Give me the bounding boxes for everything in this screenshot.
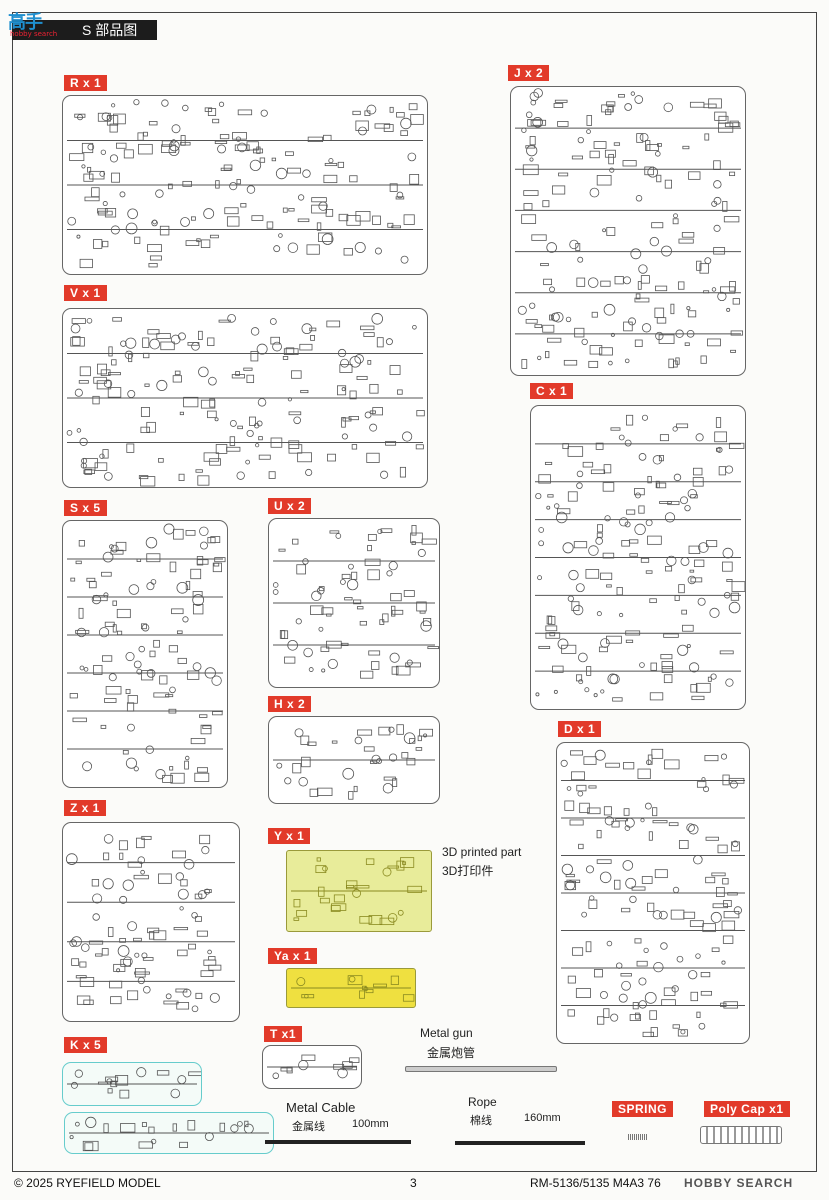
sprue-parts-drawing — [69, 1116, 269, 1152]
spring-icon — [628, 1134, 648, 1140]
sprue-parts-drawing — [67, 523, 226, 784]
label-z: Z x 1 — [64, 800, 106, 816]
parts-header: S 部品图 — [12, 20, 157, 40]
metal-gun-en: Metal gun — [420, 1026, 473, 1040]
label-d: D x 1 — [558, 721, 602, 737]
sprue-c — [530, 405, 746, 710]
rope-cn: 棉线 — [470, 1115, 492, 1127]
label-j: J x 2 — [508, 65, 550, 81]
sprue-parts-drawing — [66, 313, 425, 487]
label-s: S x 5 — [64, 500, 107, 516]
sprue-parts-drawing — [267, 1054, 360, 1080]
label-ya: Ya x 1 — [268, 948, 318, 964]
label-k: K x 5 — [64, 1037, 108, 1053]
sprue-v — [62, 308, 428, 488]
printed-part-cn: 3D打印件 — [442, 864, 494, 878]
sprue-parts-drawing — [273, 724, 435, 800]
pe-fret-ya — [286, 968, 416, 1008]
metal-gun-barrel — [405, 1066, 557, 1072]
metal-cable-cn: 金属线 — [292, 1121, 325, 1133]
label-r: R x 1 — [64, 75, 108, 91]
sprue-h — [268, 716, 440, 804]
sprue-parts-drawing — [535, 414, 745, 702]
sprue-u — [268, 518, 440, 688]
label-c: C x 1 — [530, 383, 574, 399]
label-t: T x1 — [264, 1026, 303, 1042]
rope-bar — [455, 1141, 585, 1145]
watermark-logo-sub: hobby search — [10, 30, 58, 38]
sprue-s — [62, 520, 228, 788]
sprue-d — [556, 742, 750, 1044]
metal-cable-en: Metal Cable — [286, 1100, 356, 1115]
sprue-parts-drawing — [272, 525, 439, 679]
sprue-parts-drawing — [560, 748, 745, 1038]
sprue-parts-drawing — [65, 834, 235, 1013]
rope-length: 160mm — [524, 1112, 561, 1124]
sprue-k-2 — [64, 1112, 274, 1154]
sprue-j — [510, 86, 746, 376]
footer-page-number: 3 — [410, 1176, 417, 1190]
watermark-logo: 高手 — [8, 12, 43, 33]
footer-copyright: © 2025 RYEFIELD MODEL — [14, 1176, 161, 1190]
page-frame — [12, 12, 817, 1172]
sprue-t — [262, 1045, 362, 1089]
pe-fret-y — [286, 850, 432, 932]
sprue-parts-drawing — [515, 88, 744, 369]
label-spring: SPRING — [612, 1101, 674, 1117]
label-polycap: Poly Cap x1 — [704, 1101, 790, 1117]
metal-gun-cn: 金属炮管 — [427, 1046, 476, 1060]
footer-watermark: HOBBY SEARCH — [684, 1176, 794, 1190]
label-y: Y x 1 — [268, 828, 311, 844]
sprue-parts-drawing — [67, 99, 424, 269]
printed-part-en: 3D printed part — [442, 845, 522, 859]
footer-product-code: RM-5136/5135 M4A3 76 — [530, 1176, 661, 1190]
metal-cable-bar — [265, 1140, 411, 1144]
sprue-parts-drawing — [291, 975, 415, 1002]
rope-en: Rope — [468, 1095, 497, 1109]
sprue-parts-drawing — [67, 1067, 201, 1099]
header-title: S 部品图 — [82, 22, 138, 38]
sprue-r — [62, 95, 428, 275]
sprue-k-1 — [62, 1062, 202, 1106]
sprue-parts-drawing — [291, 857, 427, 926]
label-v: V x 1 — [64, 285, 107, 301]
label-u: U x 2 — [268, 498, 312, 514]
polycap-sprue — [700, 1126, 782, 1144]
label-h: H x 2 — [268, 696, 312, 712]
metal-cable-length: 100mm — [352, 1118, 389, 1130]
sprue-z — [62, 822, 240, 1022]
